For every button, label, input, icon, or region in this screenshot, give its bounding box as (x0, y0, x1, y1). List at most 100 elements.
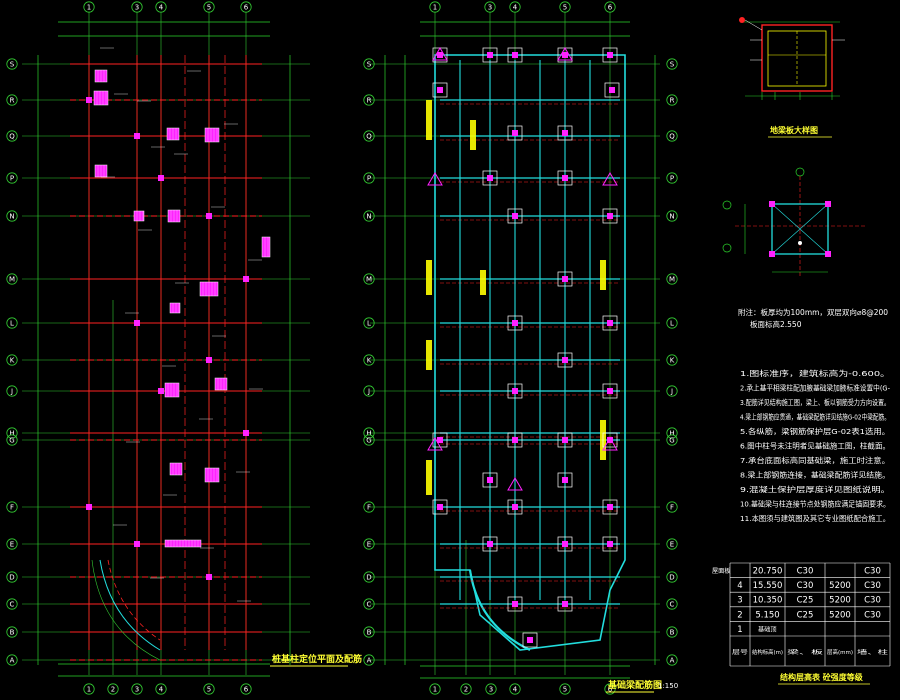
pm-axis-row-left-F-bubble (363, 501, 375, 513)
pl-column (206, 574, 212, 580)
pm-pile-cap (432, 499, 448, 515)
pm-pile-cap (482, 47, 498, 63)
pl-axis-top-3: 3 (135, 4, 139, 12)
pm-axis-row-right-N-bubble (666, 210, 678, 222)
plan-mid-title: 基础梁配筋图 (607, 679, 662, 691)
pm-axis-row-right-H: H (669, 430, 674, 438)
pm-axis-row-left-G-bubble (363, 434, 375, 446)
pm-axis-row-right-P: P (670, 175, 674, 183)
pm-triangle-cap (427, 172, 443, 186)
pl-pile-cap (164, 382, 180, 398)
pl-axis-row-B: B (10, 629, 15, 637)
pl-pile-cap (169, 302, 181, 314)
note-line: 6.图中柱号未注明者见基础施工图，柱截面。 (740, 442, 890, 451)
pl-axis-top-1: 1 (87, 4, 91, 12)
pm-axis-row-right-A-bubble (666, 654, 678, 666)
pm-pile-cap (507, 47, 523, 63)
pm-axis-row-left-H: H (366, 430, 371, 438)
table-cell-height: 15.550 (753, 581, 783, 591)
pm-axis-row-right-J: J (670, 388, 673, 396)
pm-axis-top-1-bubble (429, 1, 441, 13)
pl-axis-row-F: F (10, 504, 14, 512)
pm-pile-cap (557, 170, 573, 186)
pm-pile-cap (522, 632, 538, 648)
pm-pile-cap (507, 315, 523, 331)
pm-hatch-strip (426, 100, 432, 140)
pm-pile-cap (507, 208, 523, 224)
pl-column (206, 357, 212, 363)
pl-axis-row-E-bubble (6, 538, 18, 550)
pm-triangle-cap (557, 47, 573, 61)
pm-axis-row-left-C-bubble (363, 598, 375, 610)
pl-axis-row-A: A (10, 657, 15, 665)
pm-hatch-strip (426, 340, 432, 370)
pm-axis-bottom-6-bubble (604, 683, 616, 695)
pm-axis-row-right-F: F (670, 504, 674, 512)
pm-hatch-strip (470, 120, 476, 150)
pl-column (158, 388, 164, 394)
table-cell-floor: 4 (737, 581, 742, 591)
plan-left-columns (86, 47, 271, 602)
pm-axis-bottom-2-bubble (460, 683, 472, 695)
pm-column (607, 541, 613, 547)
pm-pile-cap (602, 432, 618, 448)
pm-pile-cap (602, 47, 618, 63)
plan-left-title: 桩基柱定位平面及配筋 (272, 653, 362, 665)
table-header-cell: 层号 (732, 649, 749, 656)
pm-axis-row-right-D: D (669, 574, 674, 582)
detail-top-title: 地梁板大样图 (770, 125, 818, 135)
pm-axis-row-left-Q: Q (366, 133, 372, 141)
pl-curve-beam (107, 559, 161, 641)
pm-axis-row-right-B: B (670, 629, 675, 637)
pl-axis-row-R-bubble (6, 94, 18, 106)
pm-axis-row-left-N-bubble (363, 210, 375, 222)
pm-column (562, 601, 568, 607)
pl-axis-bottom-1-bubble (83, 683, 95, 695)
pl-axis-bottom-1: 1 (87, 686, 91, 694)
pm-axis-row-right-R-bubble (666, 94, 678, 106)
pm-axis-row-right-P-bubble (666, 172, 678, 184)
pl-pile-cap (261, 236, 271, 258)
pm-column (527, 637, 533, 643)
pm-pile-cap (604, 82, 620, 98)
pm-axis-bottom-5: 5 (563, 686, 567, 694)
pm-axis-row-left-E: E (367, 541, 371, 549)
pm-column (512, 388, 518, 394)
pm-pile-cap (507, 432, 523, 448)
pl-column (243, 276, 249, 282)
pl-axis-top-6-bubble (240, 1, 252, 13)
pl-axis-row-P: P (10, 175, 14, 183)
pm-axis-row-right-C: C (670, 601, 675, 609)
pl-axis-row-S-bubble (6, 58, 18, 70)
note-line: 5.各纵筋，梁钢筋保护层G-02表1选用。 (740, 427, 890, 436)
pl-axis-bottom-3: 3 (135, 686, 139, 694)
pm-axis-row-right-L: L (670, 320, 674, 328)
pm-axis-row-left-A-bubble (363, 654, 375, 666)
pm-axis-row-left-C: C (367, 601, 372, 609)
pm-pile-cap (557, 432, 573, 448)
pm-axis-row-left-R-bubble (363, 94, 375, 106)
pl-axis-row-L-bubble (6, 317, 18, 329)
note-line: 4.梁上部钢筋应贯通，基础梁配筋详见结施G-02中梁配筋。 (740, 413, 890, 422)
pm-axis-row-right-M: M (669, 276, 675, 284)
pm-column (512, 601, 518, 607)
pm-axis-bottom-4: 4 (513, 686, 518, 694)
note-line: 9.混凝土保护层厚度详见图纸说明。 (740, 485, 890, 494)
pm-axis-row-left-P: P (367, 175, 371, 183)
pm-column (487, 175, 493, 181)
pl-axis-row-C-bubble (6, 598, 18, 610)
pm-pile-cap (507, 499, 523, 515)
table-foot-label: 基础顶 (758, 625, 777, 633)
pl-axis-bottom-4: 4 (159, 686, 164, 694)
table-title: 结构层高表 砼强度等级 (780, 672, 864, 682)
pm-column (562, 541, 568, 547)
pl-axis-row-K: K (10, 357, 15, 365)
pm-pile-cap (557, 596, 573, 612)
pl-axis-row-R: R (10, 97, 15, 105)
table-cell-grade2: C30 (864, 581, 881, 591)
plan-mid-scale: 1:150 (658, 682, 678, 690)
pm-axis-top-5-bubble (559, 1, 571, 13)
